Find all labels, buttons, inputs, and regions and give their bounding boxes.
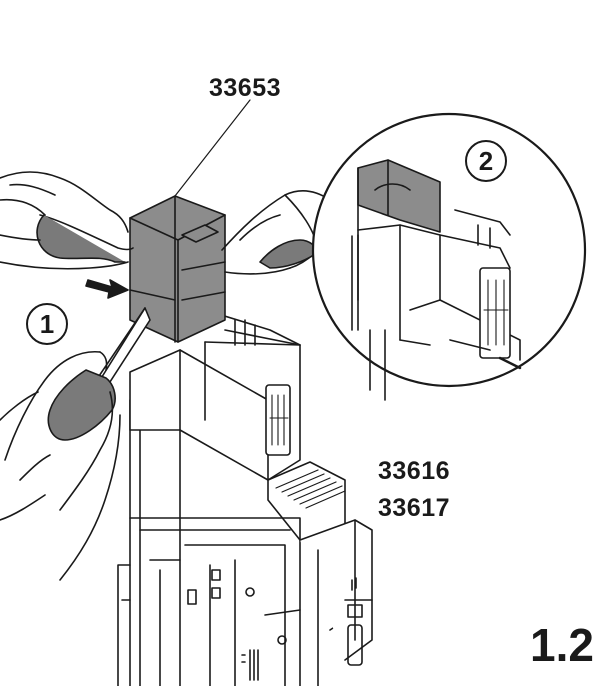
- push-arrow-icon: [85, 279, 129, 299]
- center-housing: [129, 309, 301, 481]
- step-1-label: 1: [39, 309, 55, 339]
- detail-magnifier-circle: [311, 112, 587, 401]
- part-number-module-1: 33616: [378, 457, 451, 485]
- cover-33653: [129, 99, 251, 343]
- hand-upper-right: [221, 190, 331, 275]
- module-body: [267, 461, 373, 686]
- step-2-label: 2: [478, 146, 494, 176]
- base-housing: [117, 399, 301, 686]
- part-number-module-2: 33617: [378, 494, 451, 522]
- hand-upper-left: [0, 171, 134, 270]
- part-number-cover: 33653: [209, 74, 282, 102]
- step-1-marker: [26, 303, 68, 345]
- figure-number: 1.2: [530, 619, 594, 671]
- hand-lower-left: [0, 307, 151, 581]
- step-2-marker: [465, 140, 507, 182]
